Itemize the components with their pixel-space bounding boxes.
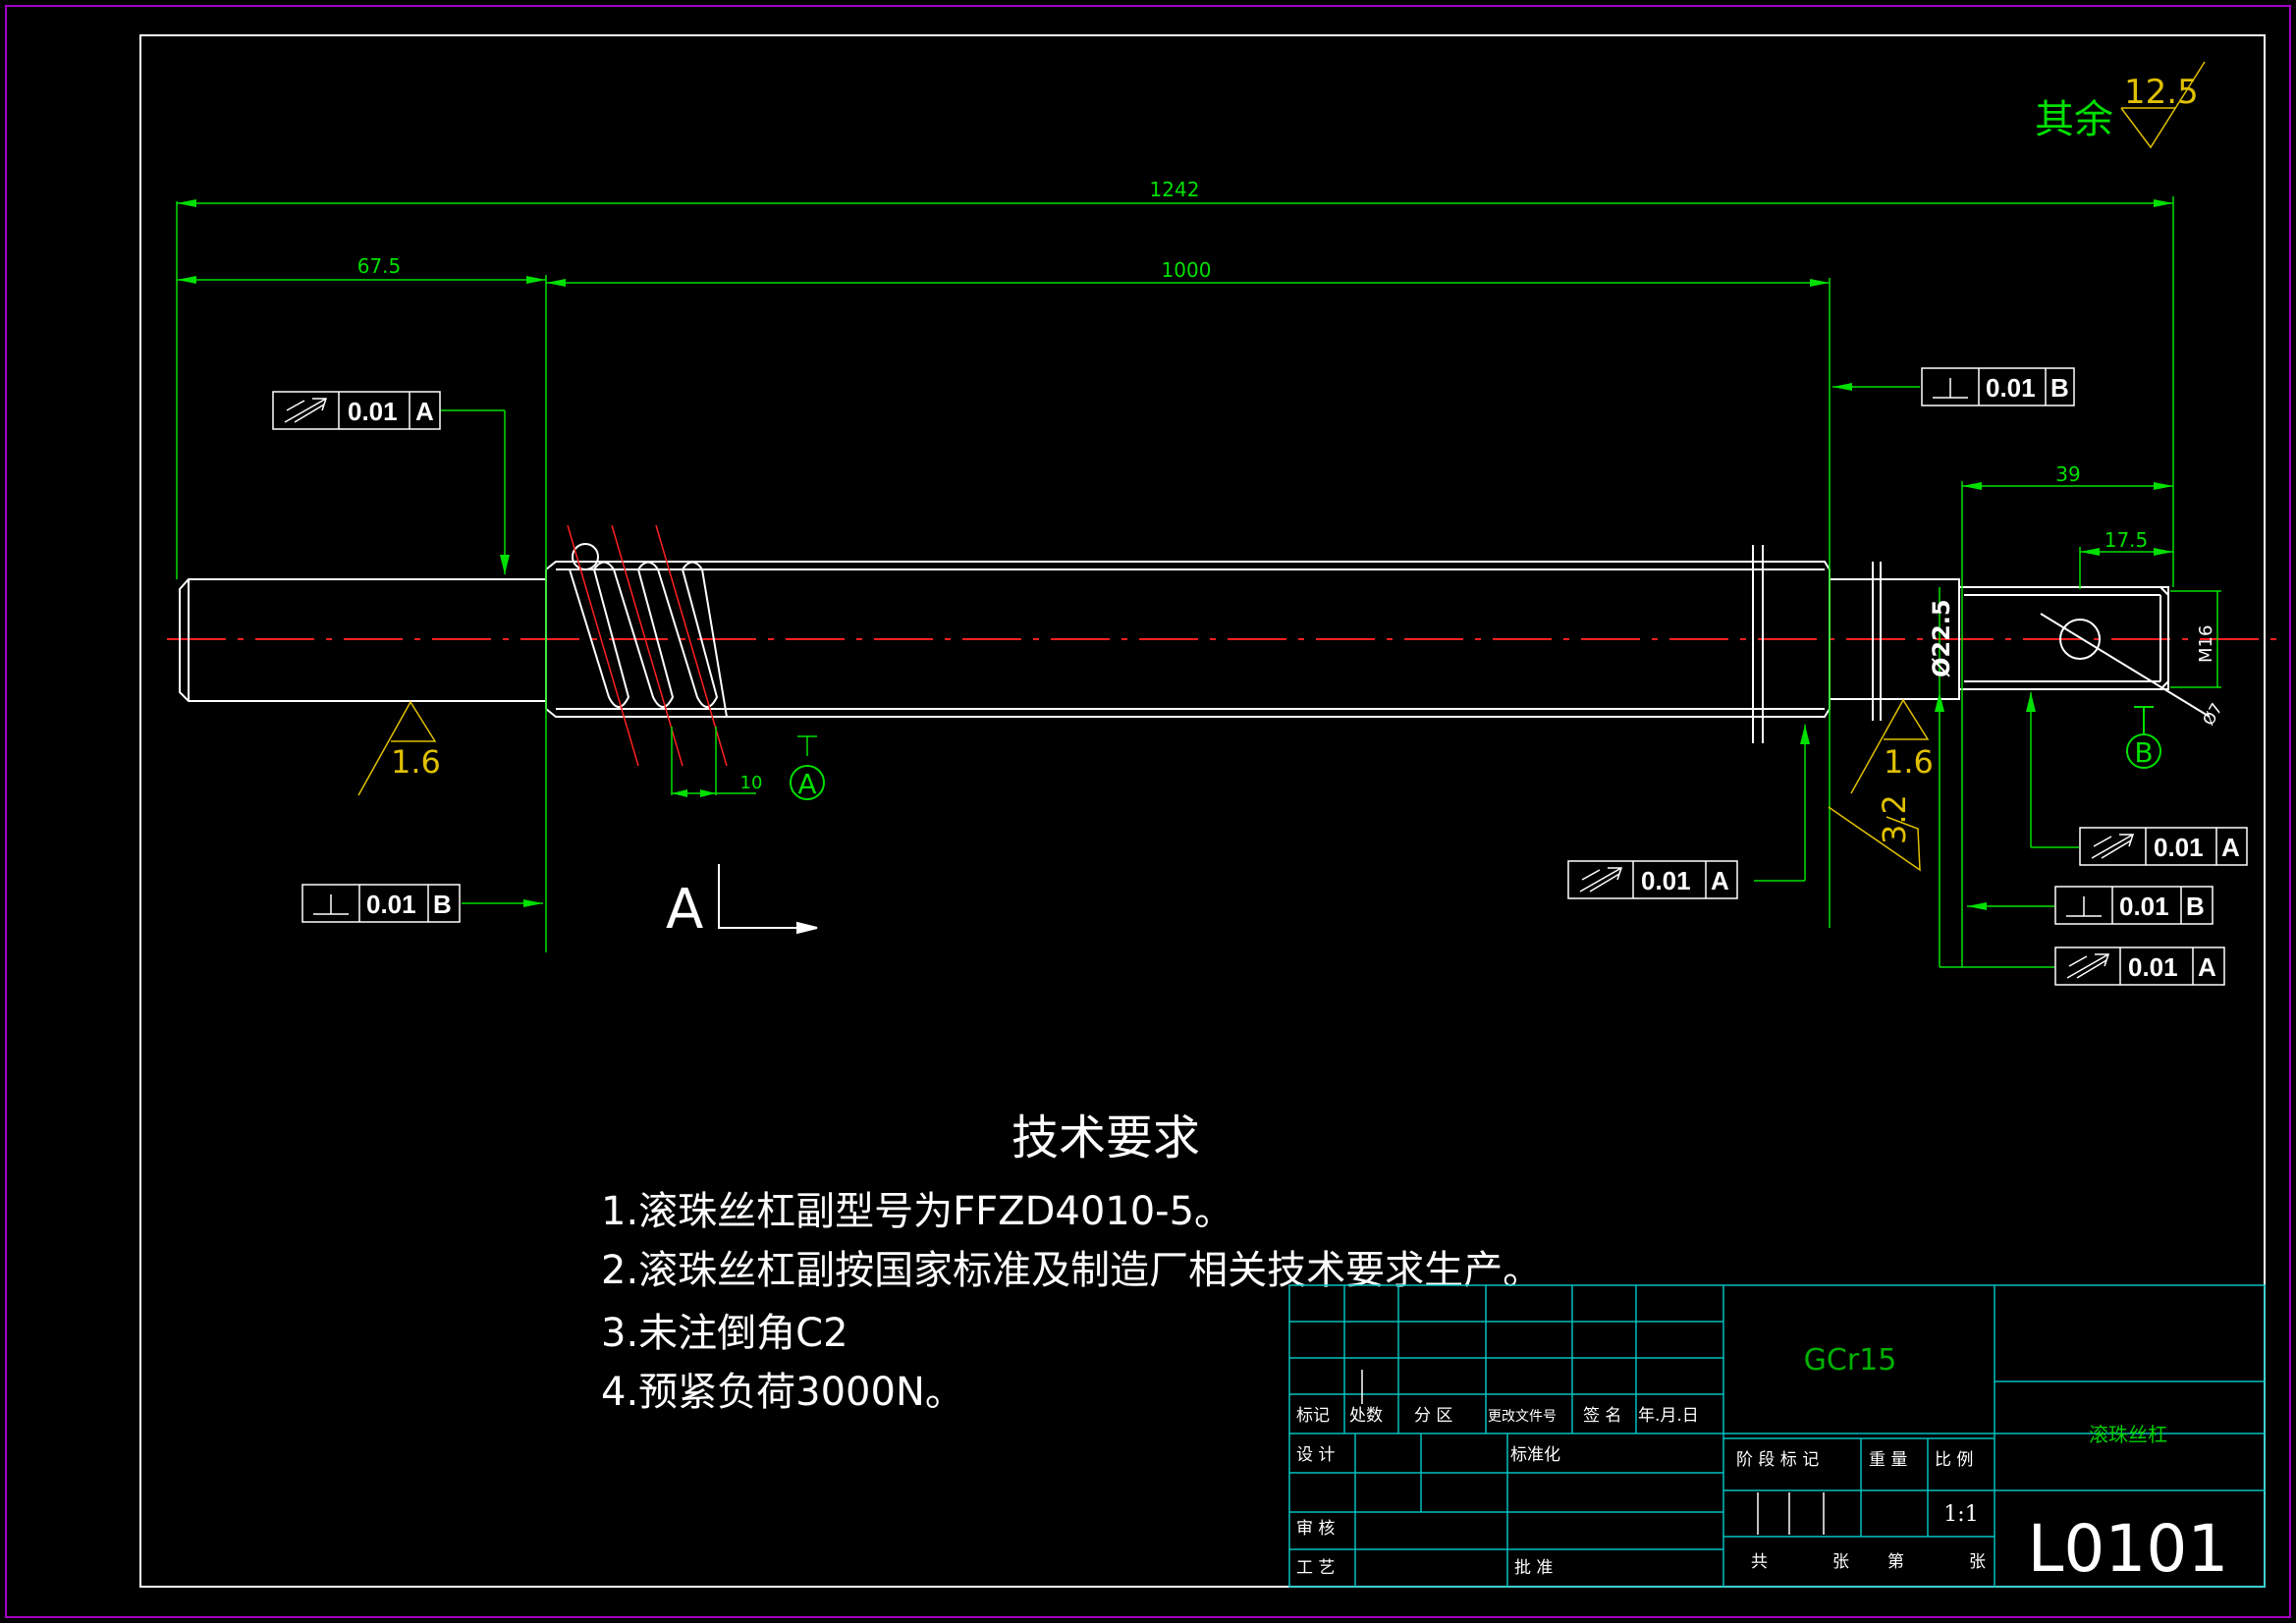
tb-sheet2: 张 (1969, 1552, 1986, 1572)
dim-diameter: Ø22.5 (1928, 599, 1955, 677)
roughness-other-label: 其余 (2035, 97, 2113, 142)
tb-review: 审 核 (1296, 1519, 1335, 1539)
scale-value: 1:1 (1943, 1502, 1978, 1527)
tol4-datum: A (1711, 866, 1729, 895)
tol4-value: 0.01 (1641, 866, 1691, 895)
thread-pitch-lines (567, 524, 728, 767)
tb-sheets: 张 (1832, 1552, 1849, 1572)
tol7-value: 0.01 (2128, 952, 2178, 982)
tol6-value: 0.01 (2119, 892, 2169, 921)
tol2-value: 0.01 (1986, 373, 2036, 403)
dim-lead: 10 (740, 773, 763, 793)
roughness-symbols (357, 61, 2206, 872)
tb-stage: 阶 段 标 记 (1736, 1450, 1819, 1470)
drawing-number: L0101 (2028, 1511, 2229, 1587)
tol2-datum: B (2050, 373, 2069, 403)
title-block-grid (1288, 1284, 2266, 1588)
tol1-datum: A (415, 397, 434, 426)
material: GCr15 (1804, 1343, 1897, 1378)
tol5-datum: A (2221, 833, 2240, 862)
roughness-other-value: 12.5 (2124, 73, 2199, 112)
tb-page: 第 (1887, 1552, 1904, 1572)
dim-hole-pos: 17.5 (2105, 528, 2149, 552)
roughness-r1: 1.6 (391, 743, 441, 781)
tol3-value: 0.01 (366, 890, 416, 919)
thread-helix (569, 543, 728, 718)
section-arrow (718, 864, 818, 935)
tolerance-frames (272, 367, 2248, 986)
tb-weight: 重 量 (1869, 1450, 1907, 1470)
datum-symbols (790, 706, 2161, 800)
dim-right-end: 39 (2055, 462, 2080, 486)
dim-hole-dia: Ø7 (2199, 700, 2226, 729)
dim-thread-length: 1000 (1162, 258, 1212, 282)
inner-frame (139, 34, 2266, 1588)
tol5-value: 0.01 (2154, 833, 2204, 862)
dimension-lines (176, 196, 2221, 968)
tb-zone: 分 区 (1414, 1406, 1452, 1426)
dim-overall: 1242 (1150, 178, 1200, 201)
tech-item-4: 4.预紧负荷3000N。 (601, 1370, 964, 1415)
datum-b: B (2134, 736, 2153, 769)
tech-item-1: 1.滚珠丝杠副型号为FFZD4010-5。 (601, 1189, 1233, 1234)
tb-doc: 更改文件号 (1488, 1409, 1557, 1425)
tb-date: 年.月.日 (1638, 1406, 1699, 1426)
tb-standard: 标准化 (1510, 1445, 1560, 1465)
tb-mark: 标记 (1296, 1406, 1330, 1426)
tb-process: 工 艺 (1296, 1558, 1335, 1578)
dimension-arrows (177, 199, 2173, 910)
tb-approve: 批 准 (1514, 1558, 1553, 1578)
tol3-datum: B (433, 890, 452, 919)
tb-ratio: 比 例 (1935, 1450, 1973, 1470)
tb-sign: 签 名 (1583, 1406, 1621, 1426)
tol7-datum: A (2198, 952, 2216, 982)
roughness-r2: 1.6 (1884, 743, 1934, 781)
tech-title: 技术要求 (1011, 1110, 1200, 1165)
roughness-r3: 3.2 (1876, 794, 1913, 844)
part-name: 滚珠丝杠 (2089, 1423, 2167, 1446)
tb-total: 共 (1751, 1552, 1768, 1572)
tol1-value: 0.01 (348, 397, 398, 426)
tb-design: 设 计 (1296, 1445, 1335, 1465)
dim-thread-size: M16 (2196, 625, 2216, 663)
stage-marks (1361, 1370, 1825, 1535)
section-label: A (666, 878, 703, 942)
shaft-outline (179, 545, 2211, 743)
tol6-datum: B (2186, 892, 2205, 921)
datum-a: A (797, 768, 816, 800)
dim-left-journal: 67.5 (357, 254, 402, 278)
tech-item-3: 3.未注倒角C2 (601, 1311, 848, 1356)
tb-count: 处数 (1349, 1406, 1383, 1426)
tech-item-2: 2.滚珠丝杠副按国家标准及制造厂相关技术要求生产。 (601, 1248, 1542, 1293)
outer-frame (5, 5, 2291, 1618)
